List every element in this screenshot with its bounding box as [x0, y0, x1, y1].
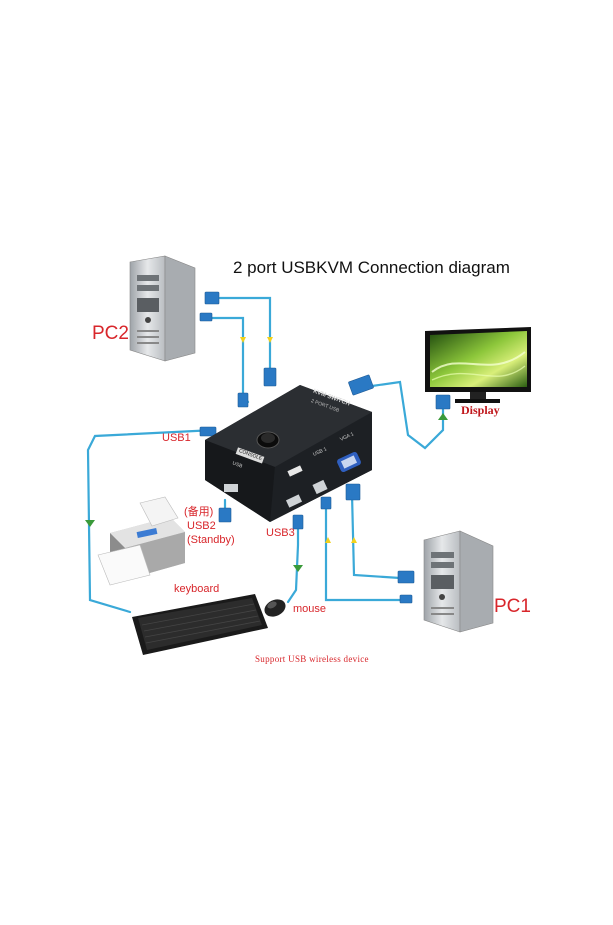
- direction-arrows: [85, 337, 448, 572]
- usb2-standby-label: (Standby): [187, 534, 235, 546]
- pc1-label: PC1: [494, 596, 531, 617]
- usb1-label: USB1: [162, 432, 191, 444]
- usb2-standby-cn-label: (备用): [184, 506, 214, 518]
- usb3-label: USB3: [266, 527, 295, 539]
- printer: [97, 496, 185, 586]
- cables: [86, 296, 445, 614]
- display-label: Display: [461, 403, 500, 417]
- mouse-device: [264, 599, 286, 617]
- kvm-switch-device: [205, 385, 372, 522]
- connectors: [199, 291, 451, 604]
- display-monitor: [425, 327, 531, 403]
- pc1-tower: [423, 530, 494, 633]
- pc2-tower: [129, 255, 196, 362]
- pc2-label: PC2: [92, 323, 129, 344]
- usb2-label: USB2: [187, 520, 216, 532]
- mouse-label: mouse: [293, 603, 327, 615]
- keyboard-device: [132, 594, 268, 655]
- footer-note: Support USB wireless device: [255, 654, 369, 664]
- keyboard-label: keyboard: [174, 583, 220, 595]
- diagram-title: 2 port USBKVM Connection diagram: [233, 258, 510, 277]
